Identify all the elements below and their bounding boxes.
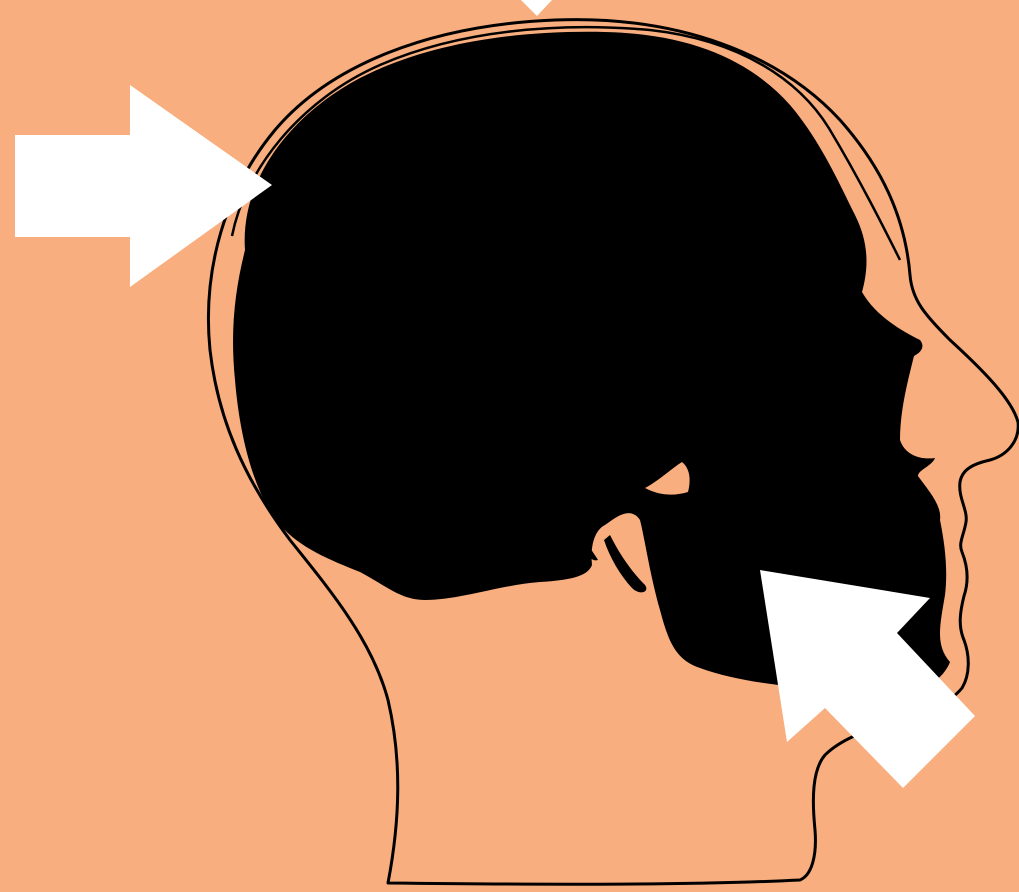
illustration-canvas (0, 0, 1019, 887)
head-skull-diagram (0, 0, 1019, 887)
